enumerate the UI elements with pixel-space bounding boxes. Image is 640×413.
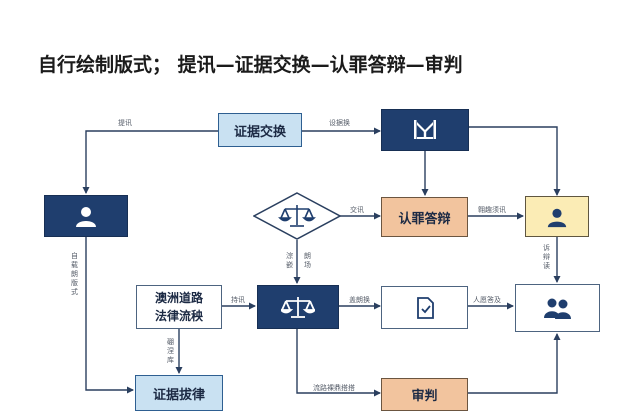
arrow-scale-to-trial (296, 329, 381, 397)
person-icon (76, 207, 96, 227)
document-check-icon (416, 296, 434, 319)
decision-scale-diamond[interactable] (252, 192, 342, 240)
node-plea-label: 认罪答辩 (398, 211, 451, 227)
scale-icon (281, 297, 315, 318)
label-swap2: 盖朗换 (349, 296, 370, 304)
node-parties[interactable] (515, 284, 600, 332)
node-trial[interactable]: 审判 (381, 378, 468, 411)
court-emblem-icon (414, 120, 436, 139)
node-document[interactable] (381, 286, 468, 329)
node-evidence-exchange-label: 证据交换 (233, 124, 286, 140)
node-evidence-exchange[interactable]: 证据交换 (218, 113, 302, 147)
node-judge[interactable] (525, 196, 589, 237)
arrow-trial-to-parties (468, 333, 561, 394)
label-road-process: 流路裸鼎搭搭 (313, 384, 355, 392)
node-scale[interactable] (257, 285, 339, 329)
page-title: 自行绘制版式； 提讯—证据交换—认罪答辩—审判 (38, 54, 463, 76)
arrow-self-draft (85, 237, 134, 394)
label-clear: 朗场 (304, 252, 311, 269)
node-person[interactable] (44, 195, 128, 237)
group-people-icon (543, 298, 571, 319)
label-self-draft: 自载朗版式 (71, 252, 78, 296)
arrow-arraign (82, 130, 218, 194)
scale-icon (278, 205, 316, 227)
label-parties: 人愿答及 (473, 296, 501, 304)
node-aomen-law-line2: 法律流秧 (154, 309, 203, 323)
label-lit-conf: 诉辩读 (543, 244, 550, 270)
label-plea-inquiry: 翱趣须讯 (478, 206, 506, 214)
label-exam: 硼涅库 (167, 338, 174, 364)
node-aomen-law-line1: 澳洲道路 (154, 291, 203, 305)
label-evidence-swap: 设据换 (329, 119, 350, 127)
node-aomen-law[interactable]: 澳洲道路 法律流秧 (136, 285, 222, 329)
label-interrogate: 持讯 (231, 296, 245, 304)
node-trial-label: 审判 (411, 389, 438, 404)
judge-person-icon (547, 208, 567, 227)
node-emblem[interactable] (381, 109, 469, 151)
arrow-emblem-to-judge (469, 126, 561, 196)
label-cross: 交讯 (350, 206, 364, 214)
node-evidence-rule[interactable]: 证据拔律 (135, 375, 223, 411)
label-arraign: 提讯 (118, 119, 132, 127)
node-evidence-rule-label: 证据拔律 (152, 387, 205, 403)
label-suspect: 淙嵌 (286, 252, 293, 269)
node-plea[interactable]: 认罪答辩 (381, 197, 468, 237)
